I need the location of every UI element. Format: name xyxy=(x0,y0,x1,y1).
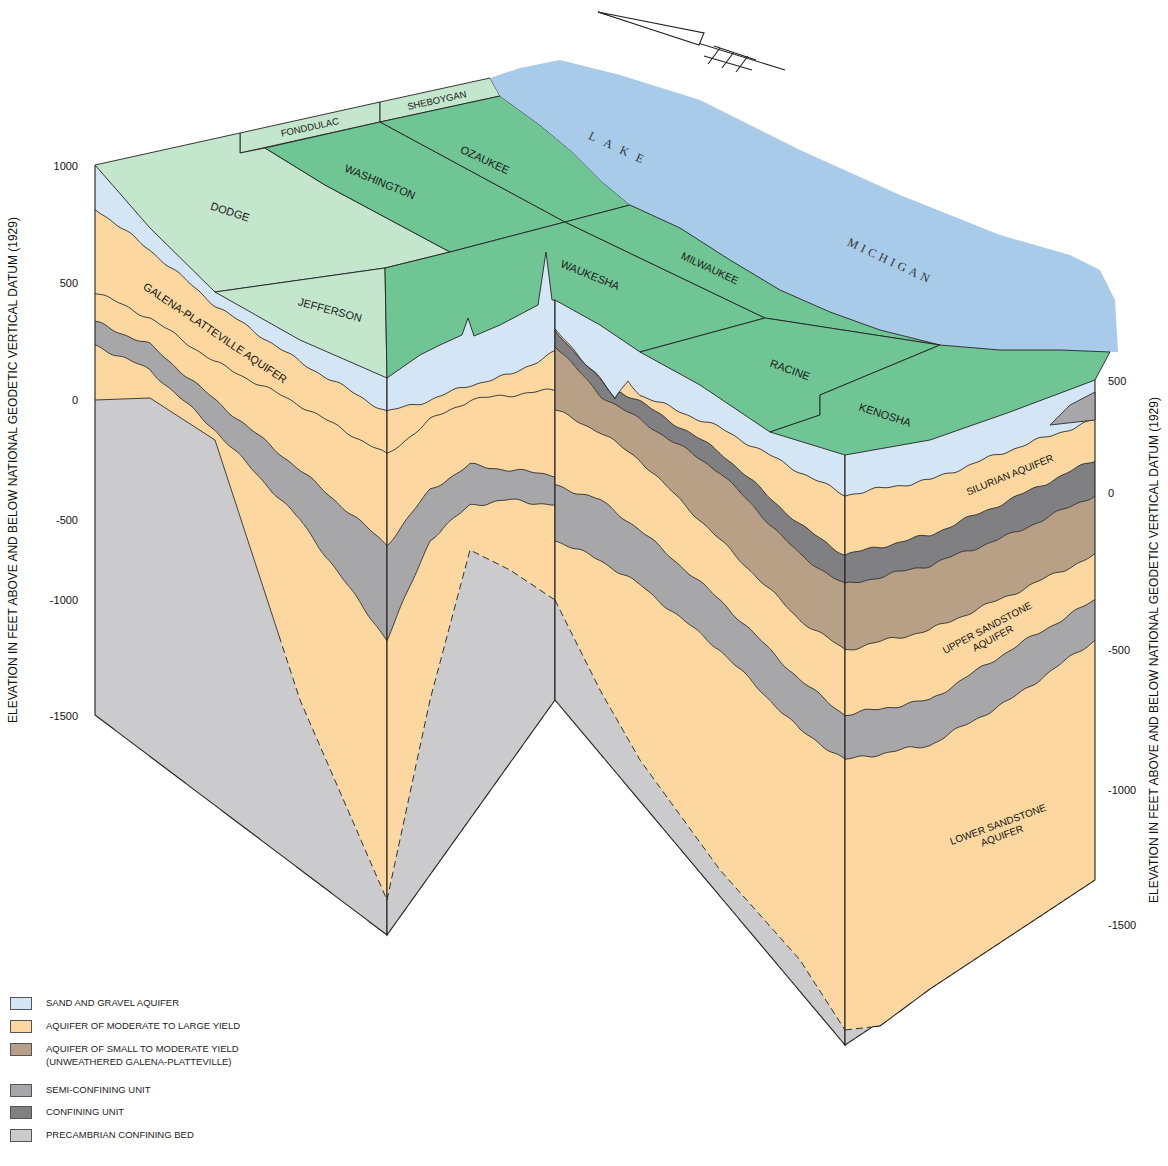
north-arrow xyxy=(598,12,785,72)
legend-swatch xyxy=(10,1020,32,1033)
county-region: KENOSHA xyxy=(770,345,1110,455)
legend-entry: CONFINING UNIT xyxy=(10,1106,286,1119)
legend-swatch xyxy=(10,1084,32,1097)
strata-boundary xyxy=(95,345,387,641)
strata-boundary xyxy=(845,462,1095,556)
tick-value: -1500 xyxy=(1108,919,1136,932)
legend-label: AQUIFER OF SMALL TO MODERATE YIELD (UNWE… xyxy=(46,1043,286,1069)
legend-swatch xyxy=(10,1129,32,1142)
legend-entry: PRECAMBRIAN CONFINING BED xyxy=(10,1129,286,1142)
strata-layer xyxy=(387,550,555,935)
face-section xyxy=(845,380,1095,1045)
strata-boundary xyxy=(555,541,845,759)
strata-boundary xyxy=(555,485,845,716)
county-region: JEFFERSON xyxy=(215,268,387,378)
strata-layer xyxy=(95,398,387,935)
strata-boundary xyxy=(555,410,845,650)
strata-layer xyxy=(845,640,1095,1030)
region-outline xyxy=(770,345,1110,455)
strata-boundary xyxy=(845,599,1095,715)
tick-value: -1000 xyxy=(50,594,78,607)
tick-value: -500 xyxy=(56,514,78,527)
north-arrow-head xyxy=(598,12,704,45)
region-shape xyxy=(770,345,1110,455)
semi-confining-lens xyxy=(1050,392,1095,425)
face-outline xyxy=(387,300,555,935)
legend-label: PRECAMBRIAN CONFINING BED xyxy=(46,1129,286,1142)
legend-entry: SAND AND GRAVEL AQUIFER xyxy=(10,997,286,1010)
tick-value: -1000 xyxy=(1108,784,1136,797)
legend-label: SEMI-CONFINING UNIT xyxy=(46,1084,286,1097)
legend-entry: SEMI-CONFINING UNIT xyxy=(10,1084,286,1097)
tick-value: 0 xyxy=(72,394,78,407)
precambrian-surface-inferred xyxy=(845,1027,871,1030)
precambrian-surface-inferred xyxy=(387,550,555,900)
legend-swatch xyxy=(10,1106,32,1119)
strata-layer xyxy=(555,600,845,1045)
precambrian-surface-inferred xyxy=(555,600,845,1030)
legend-entry: AQUIFER OF MODERATE TO LARGE YIELD xyxy=(10,1020,286,1033)
tick-value: 1000 xyxy=(54,160,78,173)
region-outline xyxy=(215,268,387,378)
tick-value: -500 xyxy=(1108,644,1130,657)
precambrian-surface-inferred xyxy=(279,636,387,900)
axis-title: ELEVATION IN FEET ABOVE AND BELOW NATION… xyxy=(7,217,21,723)
face-outline xyxy=(845,380,1095,1045)
legend-swatch xyxy=(10,997,32,1010)
strata-boundary xyxy=(387,389,555,453)
legend-label: AQUIFER OF MODERATE TO LARGE YIELD xyxy=(46,1020,286,1033)
strata-boundary xyxy=(845,496,1095,583)
north-symbol xyxy=(704,46,756,72)
region-shape xyxy=(215,268,387,378)
legend-swatch xyxy=(10,1043,32,1056)
legend-label: CONFINING UNIT xyxy=(46,1106,286,1119)
legend-label: SAND AND GRAVEL AQUIFER xyxy=(46,997,286,1010)
tick-value: 500 xyxy=(60,277,78,290)
strata-layer xyxy=(555,541,845,1030)
tick-value: 500 xyxy=(1108,375,1126,388)
tick-value: -1500 xyxy=(50,710,78,723)
strata-boundary xyxy=(95,294,387,454)
legend-entry: AQUIFER OF SMALL TO MODERATE YIELD (UNWE… xyxy=(10,1043,286,1069)
strata-boundary xyxy=(845,640,1095,759)
axis-title: ELEVATION IN FEET ABOVE AND BELOW NATION… xyxy=(1148,397,1162,903)
north-arrow-shaft xyxy=(598,12,785,70)
tick-value: 0 xyxy=(1108,487,1114,500)
strata-boundary xyxy=(387,499,555,641)
precambrian-surface xyxy=(95,398,279,636)
